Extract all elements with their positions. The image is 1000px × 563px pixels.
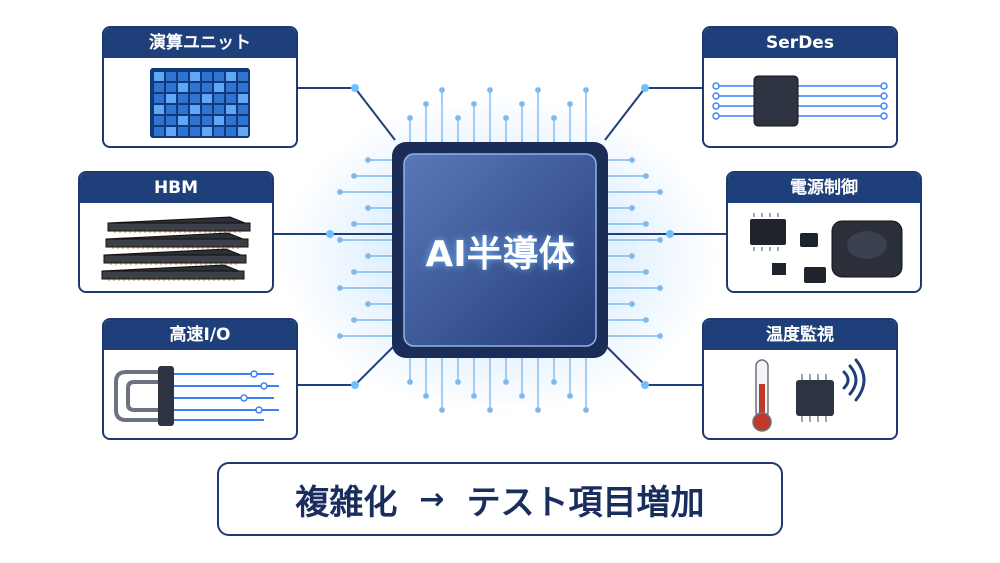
connector-nodes [326, 84, 674, 389]
banner-right-text: テスト項目増加 [466, 482, 705, 523]
card-title: 高速I/O [104, 320, 296, 350]
power-components-icon [750, 213, 903, 283]
arrow-right-icon: → [419, 481, 445, 517]
chip-label: AI半導体 [425, 234, 575, 275]
compute-grid-icon [150, 68, 250, 138]
chip-die [403, 153, 597, 347]
card-compute-unit: 演算ユニット [102, 26, 298, 148]
card-hbm: HBM [78, 171, 274, 293]
card-title: 温度監視 [704, 320, 896, 350]
memory-stack-icon [101, 216, 251, 281]
summary-banner: 複雑化 → テスト項目増加 [217, 462, 783, 536]
card-title: 演算ユニット [104, 28, 296, 58]
card-high-speed-io: 高速I/O [102, 318, 298, 440]
card-temperature-monitor: 温度監視 [702, 318, 898, 440]
card-title: SerDes [704, 28, 896, 58]
card-title: 電源制御 [728, 173, 920, 203]
card-power-control: 電源制御 [726, 171, 922, 293]
card-serdes: SerDes [702, 26, 898, 148]
card-title: HBM [80, 173, 272, 203]
io-connector-icon [114, 366, 279, 426]
circuit-traces [337, 87, 663, 413]
serdes-chip-icon [712, 75, 888, 127]
banner-left-text: 複雑化 [295, 482, 398, 523]
thermometer-chip-icon [752, 358, 866, 432]
